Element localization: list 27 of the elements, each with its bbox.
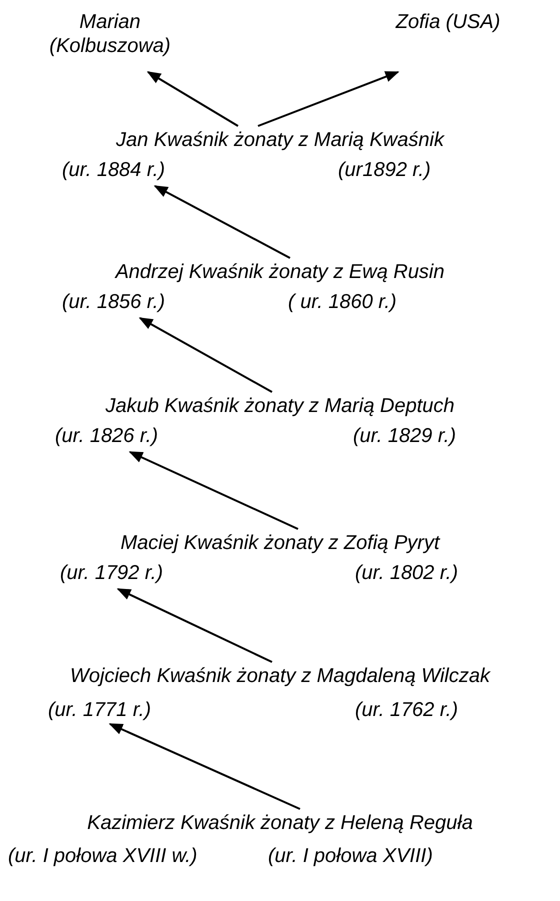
arrow xyxy=(138,317,272,393)
birth-date: (ur. 1856 r.) xyxy=(62,290,165,314)
arrow xyxy=(154,185,290,259)
arrow xyxy=(108,723,300,810)
birth-date: (ur. I połowa XVIII) xyxy=(268,844,433,868)
birth-date: (ur. 1829 r.) xyxy=(353,424,456,448)
birth-date: (ur1892 r.) xyxy=(338,158,431,182)
birth-date: (ur. 1771 r.) xyxy=(48,698,151,722)
birth-date: (ur. 1792 r.) xyxy=(60,561,163,585)
arrow xyxy=(258,71,400,127)
arrow xyxy=(116,588,272,663)
person-name: Wojciech Kwaśnik żonaty z Magdaleną Wilczak xyxy=(69,664,492,688)
person-name: Jan Kwaśnik żonaty z Marią Kwaśnik xyxy=(115,128,446,152)
person-name: Kazimierz Kwaśnik żonaty z Heleną Reguła xyxy=(86,811,474,835)
person-name: Marian (Kolbuszowa) xyxy=(48,10,172,58)
arrow xyxy=(128,451,298,530)
person-name: Maciej Kwaśnik żonaty z Zofią Pyryt xyxy=(120,531,442,555)
birth-date: ( ur. 1860 r.) xyxy=(288,290,397,314)
birth-date: (ur. 1802 r.) xyxy=(355,561,458,585)
birth-date: (ur. 1826 r.) xyxy=(55,424,158,448)
arrow xyxy=(146,71,239,127)
birth-date: (ur. I połowa XVIII w.) xyxy=(8,844,198,868)
person-name: Andrzej Kwaśnik żonaty z Ewą Rusin xyxy=(114,260,446,284)
person-name: Zofia (USA) xyxy=(394,10,502,34)
birth-date: (ur. 1884 r.) xyxy=(62,158,165,182)
person-name: Jakub Kwaśnik żonaty z Marią Deptuch xyxy=(104,394,456,418)
birth-date: (ur. 1762 r.) xyxy=(355,698,458,722)
